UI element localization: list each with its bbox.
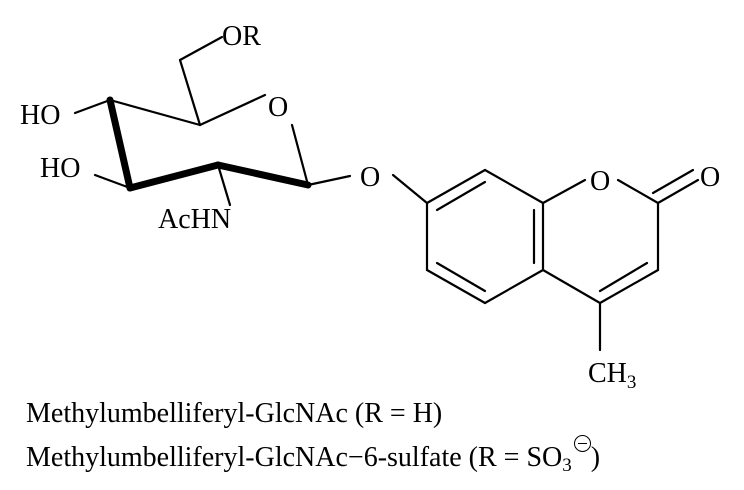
caption-line-1: Methylumbelliferyl-GlcNAc (R = H) <box>26 398 443 429</box>
bold-bonds <box>106 96 312 192</box>
negative-charge-icon <box>573 435 591 452</box>
atom-label-ether-oxygen: O <box>360 162 380 193</box>
atom-label-lactone-oxygen: O <box>590 166 610 197</box>
atom-label-or: OR <box>222 21 261 52</box>
atom-labels: OR O HO HO AcHN O O O CH3 <box>20 21 720 393</box>
thin-bonds <box>73 35 700 352</box>
caption-line-2-suffix: ) <box>590 442 601 473</box>
atom-label-ho-bottom: HO <box>40 153 80 184</box>
atom-label-methyl: CH3 <box>588 358 636 393</box>
caption-line-2-subscript: 3 <box>562 455 572 476</box>
caption-line-2-prefix: Methylumbelliferyl-GlcNAc−6-sulfate (R =… <box>26 442 563 473</box>
atom-label-carbonyl-oxygen: O <box>700 162 720 193</box>
atom-label-ring-oxygen: O <box>268 92 288 123</box>
caption-line-2: Methylumbelliferyl-GlcNAc−6-sulfate (R =… <box>26 435 600 475</box>
atom-label-ho-top: HO <box>20 100 60 131</box>
atom-label-achn: AcHN <box>158 204 231 235</box>
